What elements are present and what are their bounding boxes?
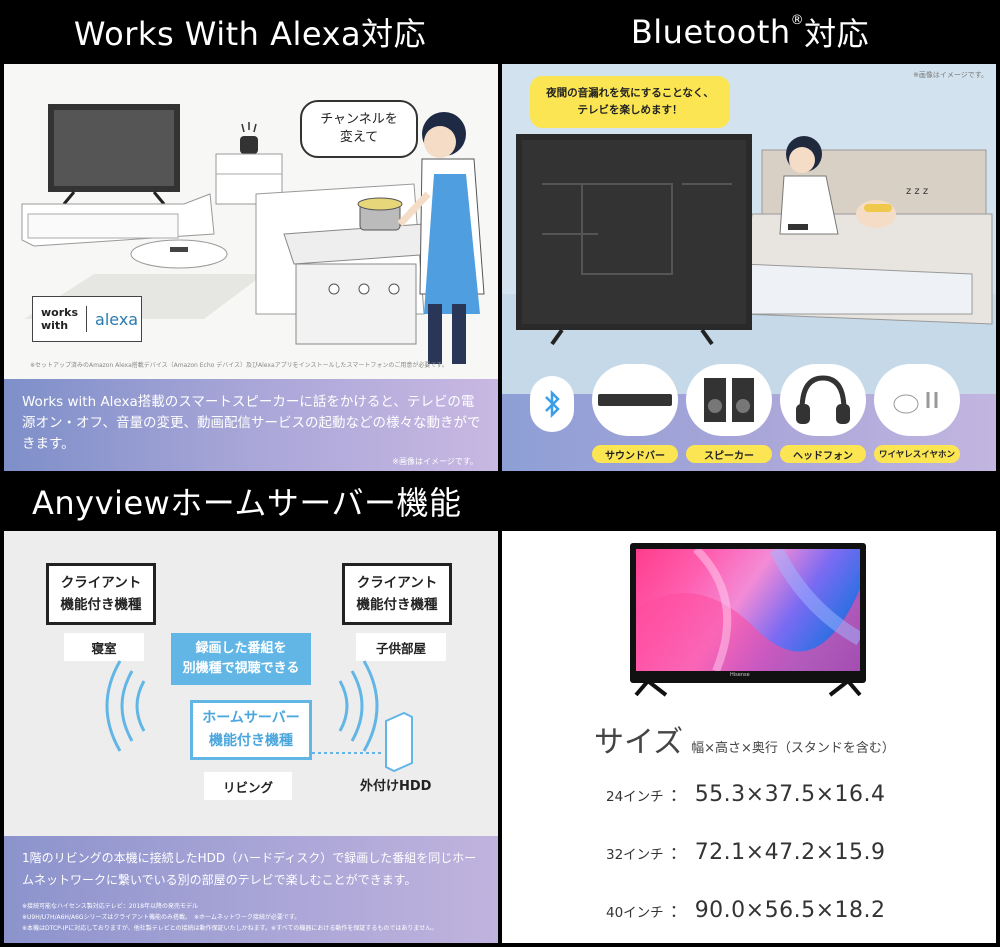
client-right-line-2: 機能付き機種: [356, 597, 438, 613]
device-label-soundbar: サウンドバー: [592, 445, 678, 463]
client-tv-right: クライアント 機能付き機種: [342, 563, 452, 625]
room-label-bedroom: 寝室: [64, 633, 144, 661]
anyview-panel: クライアント 機能付き機種 クライアント 機能付き機種 寝室 子供部屋 録画した…: [4, 531, 498, 943]
works-with-alexa-logo: works with alexa: [32, 296, 142, 342]
room-label-living: リビング: [204, 772, 292, 800]
tv-brand-logo: Hisense: [730, 672, 750, 678]
anyview-note-3: ※本機はDTCP-IPに対応しておりますが、他社製テレビとの接続は動作保証いたし…: [22, 925, 438, 932]
tv-product-image: Hisense: [630, 543, 866, 683]
alexa-description-band: [4, 379, 498, 471]
bubble-line-1: チャンネルを: [320, 112, 398, 127]
size-colon: ：: [669, 902, 687, 922]
badge-works-with: works with: [33, 306, 88, 332]
soundbar-device-icon: [592, 364, 678, 436]
bluetooth-section-header: Bluetooth ® 対応: [500, 0, 1000, 64]
bluetooth-image-note: ※画像はイメージです。: [912, 71, 988, 79]
anyview-description: 1階のリビングの本機に接続したHDD（ハードディスク）で録画した番組を同じホーム…: [22, 851, 477, 887]
anyview-description-band: [4, 836, 498, 943]
earbuds-device-icon: [874, 364, 960, 436]
bluetooth-header-suffix: 対応: [804, 15, 870, 53]
size-value-40: 90.0×56.5×18.2: [694, 898, 886, 923]
client-tv-left: クライアント 機能付き機種: [46, 563, 156, 625]
alexa-image-note: ※画像はイメージです。: [392, 457, 478, 466]
badge-works-text: works: [41, 306, 79, 319]
alexa-section-header: Works With Alexa対応: [73, 15, 427, 53]
server-line-1: ホームサーバー: [202, 710, 300, 726]
size-title: サイズ: [594, 725, 684, 760]
home-server-tv: ホームサーバー 機能付き機種: [190, 700, 312, 760]
anyview-note-2: ※U9H/U7H/A6H/A6Gシリーズはクライアント機能のみ搭載。 ※ホームネ…: [22, 914, 301, 921]
room-label-kids: 子供部屋: [356, 633, 446, 661]
device-label-earbuds: ワイヤレスイヤホン: [874, 445, 960, 463]
anyview-section-header: Anyviewホームサーバー機能: [32, 484, 462, 522]
bluetooth-header-text: Bluetooth: [630, 13, 791, 51]
size-row-40: 40インチ ： 90.0×56.5×18.2: [606, 897, 886, 923]
size-label-40: 40インチ: [606, 905, 664, 921]
speech-bubble: チャンネルを変えて: [300, 100, 418, 158]
bluetooth-icon: [530, 376, 574, 432]
bubble-line-2: 変えて: [339, 130, 379, 145]
bt-bubble-line-2: テレビを楽しめます！: [577, 104, 683, 116]
anyview-notes: ※接続可能なハイセンス製対応テレビ：2018年以降の発売モデル ※U9H/U7H…: [22, 901, 492, 934]
rec-share-callout: 録画した番組を 別機種で視聴できる: [171, 633, 311, 685]
client-right-line-1: クライアント: [356, 575, 438, 591]
alexa-setup-note: ※セットアップ済みのAmazon Alexa搭載デバイス（Amazon Echo…: [30, 362, 448, 369]
signal-waves: [105, 660, 413, 773]
size-value-32: 72.1×47.2×15.9: [694, 840, 886, 865]
bluetooth-bubble: 夜間の音漏れを気にすることなく、 テレビを楽しめます！: [530, 76, 730, 128]
size-heading: サイズ 幅×高さ×奥行（スタンドを含む）: [594, 717, 895, 761]
bedroom-illustration: z z z: [502, 134, 996, 394]
size-label-24: 24インチ: [606, 789, 664, 805]
callout-line-2: 別機種で視聴できる: [182, 661, 300, 676]
alexa-description: Works with Alexa搭載のスマートスピーカーに話をかけると、テレビの…: [22, 394, 481, 452]
headphone-device-icon: [780, 364, 866, 436]
size-subtitle: 幅×高さ×奥行（スタンドを含む）: [691, 741, 895, 756]
client-left-line-1: クライアント: [60, 575, 142, 591]
device-label-headphone: ヘッドフォン: [780, 445, 866, 463]
size-colon: ：: [669, 786, 687, 806]
kitchen-illustration: [21, 104, 485, 364]
size-colon: ：: [669, 844, 687, 864]
bt-bubble-line-1: 夜間の音漏れを気にすることなく、: [546, 87, 714, 99]
device-label-speaker: スピーカー: [686, 445, 772, 463]
size-label-32: 32インチ: [606, 847, 664, 863]
anyview-note-1: ※接続可能なハイセンス製対応テレビ：2018年以降の発売モデル: [22, 903, 199, 910]
size-value-24: 55.3×37.5×16.4: [694, 782, 886, 807]
size-panel: Hisense サイズ 幅×高さ×奥行（スタンドを含む） 24インチ ： 55.…: [502, 531, 996, 943]
svg-text:z z z: z z z: [906, 186, 928, 197]
registered-mark: ®: [790, 12, 805, 28]
bluetooth-panel: z z z ※画像はイメージです。 夜間の音漏れを気にすることなく、 テレビを楽…: [502, 64, 996, 471]
callout-line-1: 録画した番組を: [195, 641, 287, 656]
tv-stand: [634, 681, 862, 697]
external-hdd-label: 外付けHDD: [360, 779, 432, 794]
badge-with-text: with: [41, 319, 69, 332]
tv-screen-wallpaper: [636, 549, 860, 671]
badge-alexa-text: alexa: [95, 309, 139, 329]
speaker-device-icon: [686, 364, 772, 436]
server-line-2: 機能付き機種: [209, 733, 293, 749]
alexa-panel: チャンネルを変えて works with alexa ※セットアップ済みのAma…: [4, 64, 498, 471]
client-left-line-2: 機能付き機種: [60, 597, 142, 613]
size-row-32: 32インチ ： 72.1×47.2×15.9: [606, 839, 886, 865]
size-row-24: 24インチ ： 55.3×37.5×16.4: [606, 781, 886, 807]
